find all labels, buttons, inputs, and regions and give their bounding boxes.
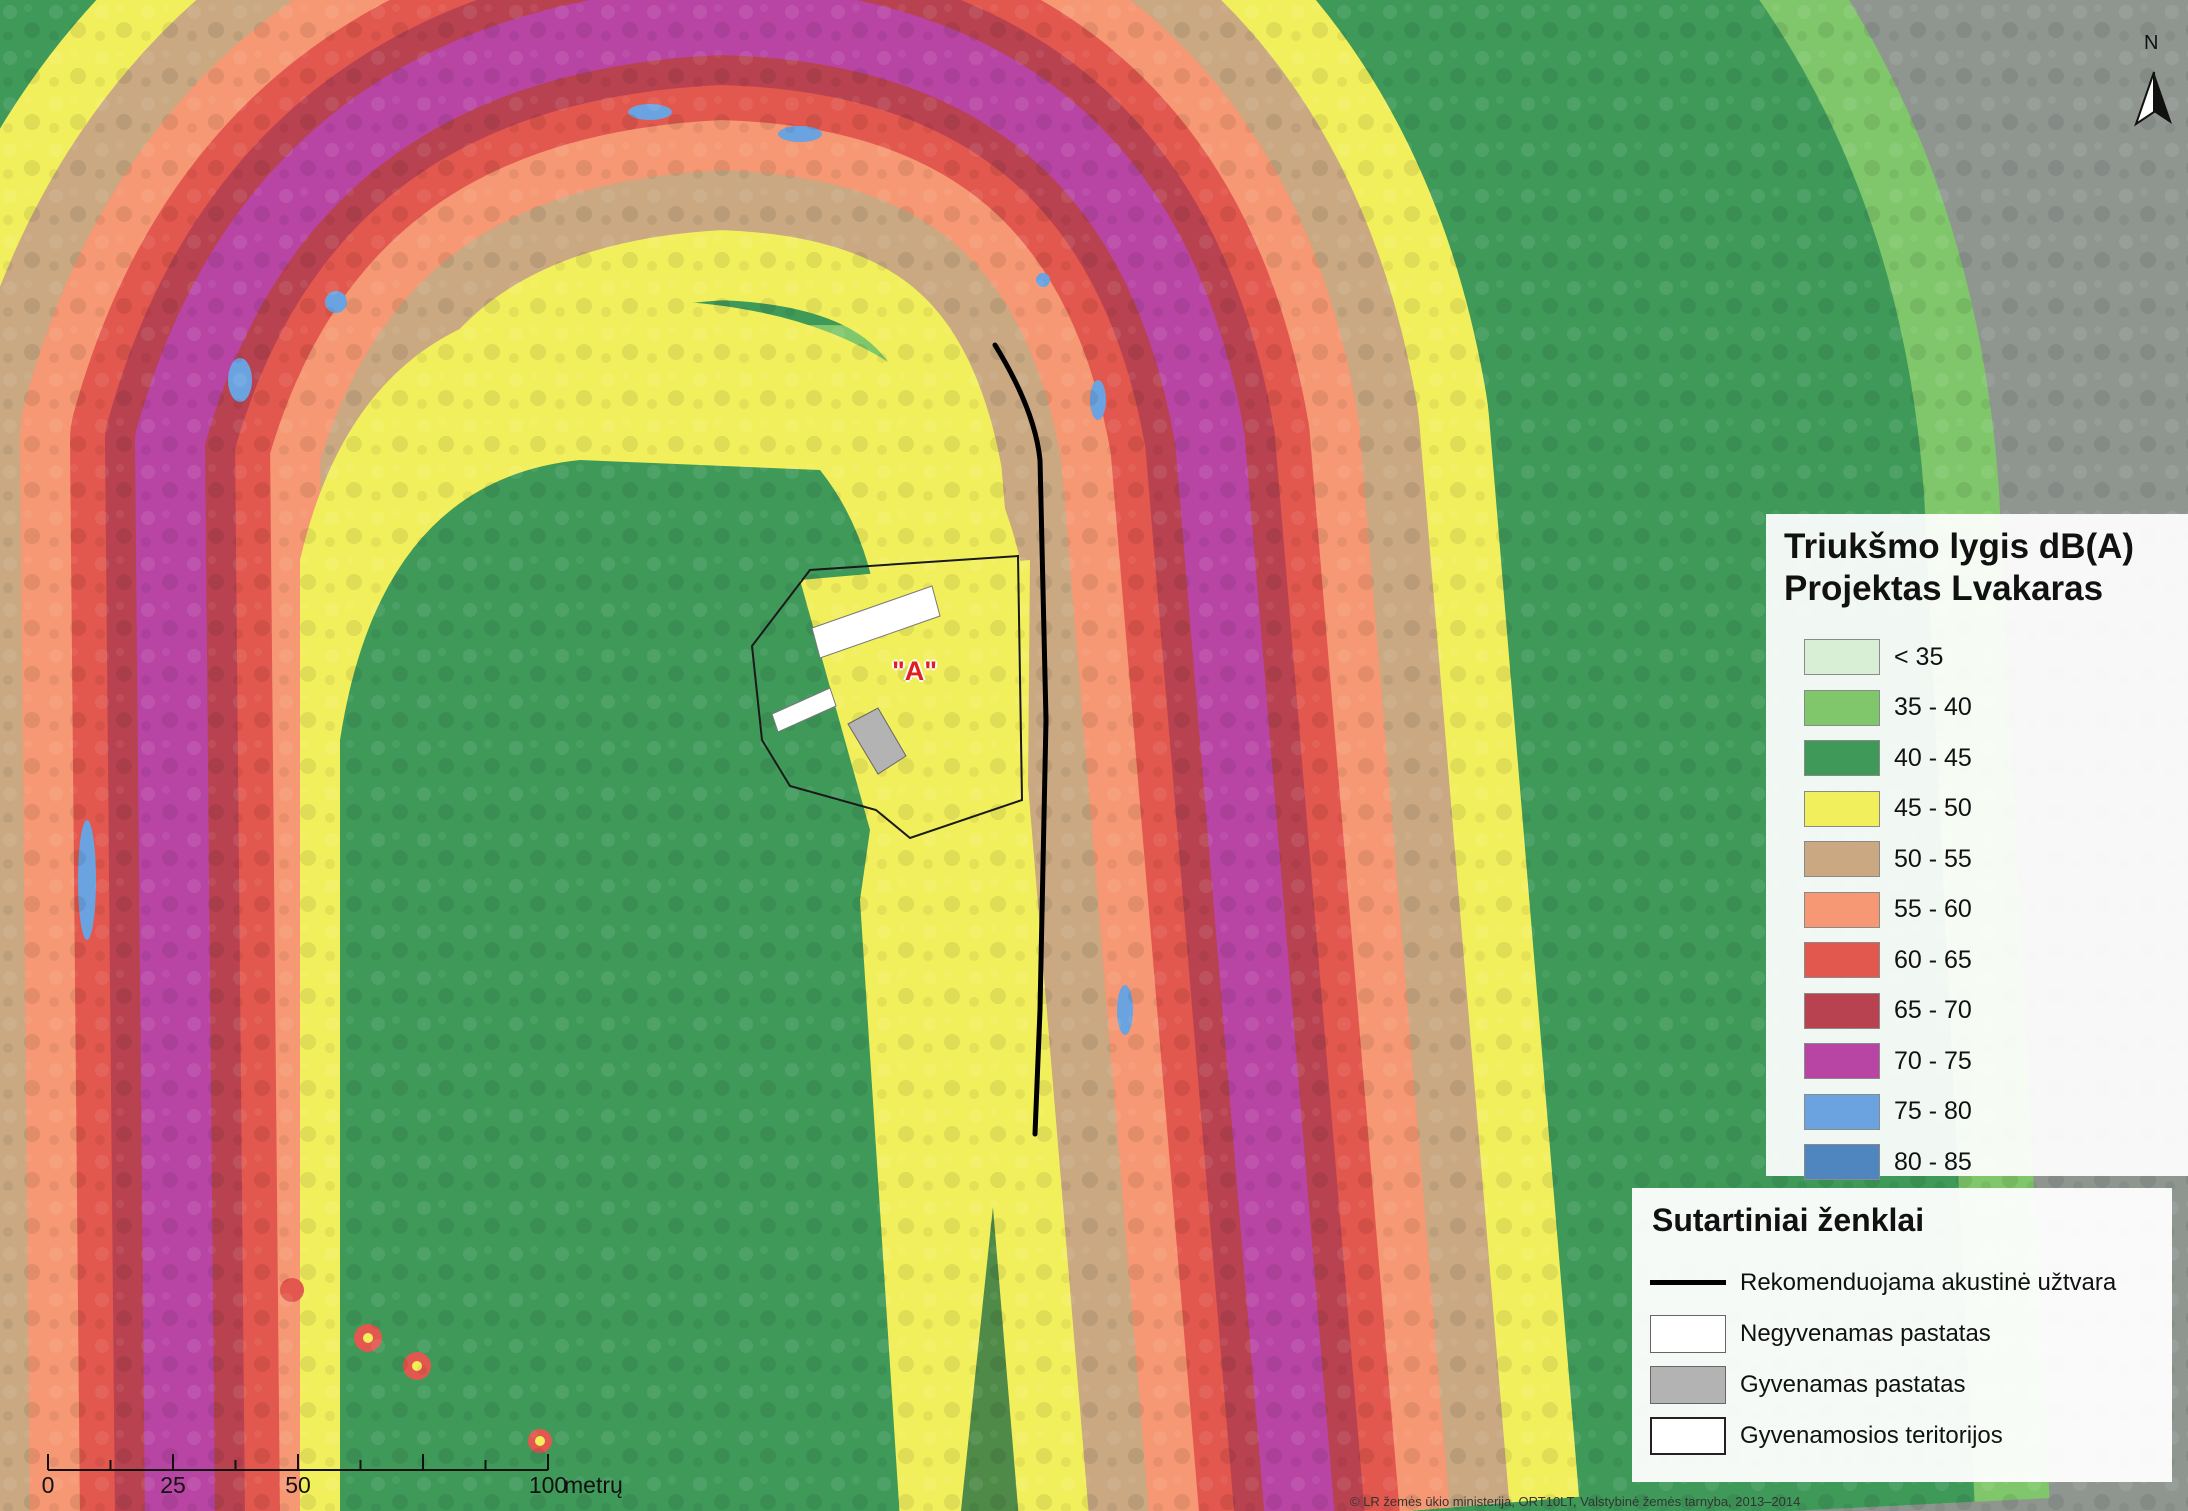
noise-class-label: 65 - 70 [1894,996,1972,1025]
noise-color-swatch [1804,639,1880,676]
noise-class-label: < 35 [1894,642,1944,671]
north-letter: N [2144,32,2159,54]
noise-legend-row: 50 - 55 [1784,834,2170,885]
symbol-label: Negyvenamas pastatas [1740,1319,1991,1347]
noise-class-label: 40 - 45 [1894,743,1972,772]
noise-legend-row: 65 - 70 [1784,986,2170,1037]
noise-color-swatch [1804,1043,1880,1080]
noise-legend-row: 80 - 85 [1784,1137,2170,1188]
noise-class-label: 80 - 85 [1894,1147,1972,1176]
noise-color-swatch [1804,1144,1880,1181]
noise-color-swatch [1804,891,1880,928]
legend-symbol-grey [1650,1365,1726,1404]
north-arrow: N [2132,32,2176,132]
map-attribution: © LR žemės ūkio ministerija, ORT10LT, Va… [1350,1494,1801,1509]
noise-class-label: 60 - 65 [1894,945,1972,974]
symbol-label: Gyvenamas pastatas [1740,1370,1966,1398]
noise-color-swatch [1804,942,1880,979]
noise-color-swatch [1804,689,1880,726]
noise-legend-row: 35 - 40 [1784,683,2170,734]
symbols-legend: Sutartiniai ženklai Rekomenduojama akust… [1632,1188,2172,1482]
noise-class-label: 50 - 55 [1894,844,1972,873]
north-arrow-icon [2134,71,2172,127]
legend-symbol-line [1650,1280,1726,1285]
noise-legend-row: 60 - 65 [1784,935,2170,986]
noise-color-swatch [1804,1093,1880,1130]
noise-class-label: 55 - 60 [1894,895,1972,924]
noise-color-swatch [1804,740,1880,777]
noise-legend-row: < 35 [1784,632,2170,683]
noise-class-label: 45 - 50 [1894,794,1972,823]
noise-legend-title: Triukšmo lygis dB(A) [1784,527,2135,566]
acoustic-barrier-line[interactable] [992,342,1049,1137]
receptor-point-label: "A" [892,656,938,686]
noise-class-label: 75 - 80 [1894,1097,1972,1126]
noise-legend-row: 45 - 50 [1784,784,2170,835]
noise-legend-rows: < 35 35 - 40 40 - 45 45 - 50 50 - 55 55 - 60 6… [1784,632,2170,1188]
scale-bar: metrų 0 25 50 100 [30,1448,690,1506]
noise-level-legend: Triukšmo lygis dB(A) Projektas Lvakaras … [1766,514,2188,1181]
scale-tick-label: 100 [528,1472,568,1498]
scale-tick-label: 25 [160,1472,186,1498]
noise-color-swatch [1804,992,1880,1029]
scale-unit-label: metrų [564,1472,623,1498]
symbol-legend-row: Gyvenamas pastatas [1650,1359,2154,1410]
noise-legend-row: 40 - 45 [1784,733,2170,784]
non-residential-building[interactable] [811,585,941,659]
residential-building[interactable] [847,707,907,775]
symbol-label: Rekomenduojama akustinė užtvara [1740,1268,2117,1296]
scale-bar-graphic [47,1454,549,1471]
noise-legend-row: 75 - 80 [1784,1087,2170,1138]
symbol-legend-row: Rekomenduojama akustinė užtvara [1650,1257,2154,1308]
noise-color-swatch [1804,790,1880,827]
noise-class-label: 35 - 40 [1894,693,1972,722]
scale-tick-label: 50 [285,1472,311,1498]
noise-color-swatch [1804,841,1880,878]
residential-territory-outline[interactable] [750,554,1024,840]
noise-legend-subtitle: Projektas Lvakaras [1784,569,2104,608]
symbol-legend-row: Gyvenamosios teritorijos [1650,1410,2154,1461]
scale-tick-label: 0 [41,1472,55,1498]
noise-legend-row: 55 - 60 [1784,885,2170,936]
legend-symbol-white [1650,1314,1726,1353]
legend-symbol-outline [1650,1416,1726,1455]
symbol-legend-row: Negyvenamas pastatas [1650,1308,2154,1359]
symbols-legend-title: Sutartiniai ženklai [1652,1202,1925,1238]
noise-legend-row: 70 - 75 [1784,1036,2170,1087]
symbol-label: Gyvenamosios teritorijos [1740,1421,2003,1449]
noise-class-label: 70 - 75 [1894,1046,1972,1075]
non-residential-building[interactable] [771,687,837,733]
